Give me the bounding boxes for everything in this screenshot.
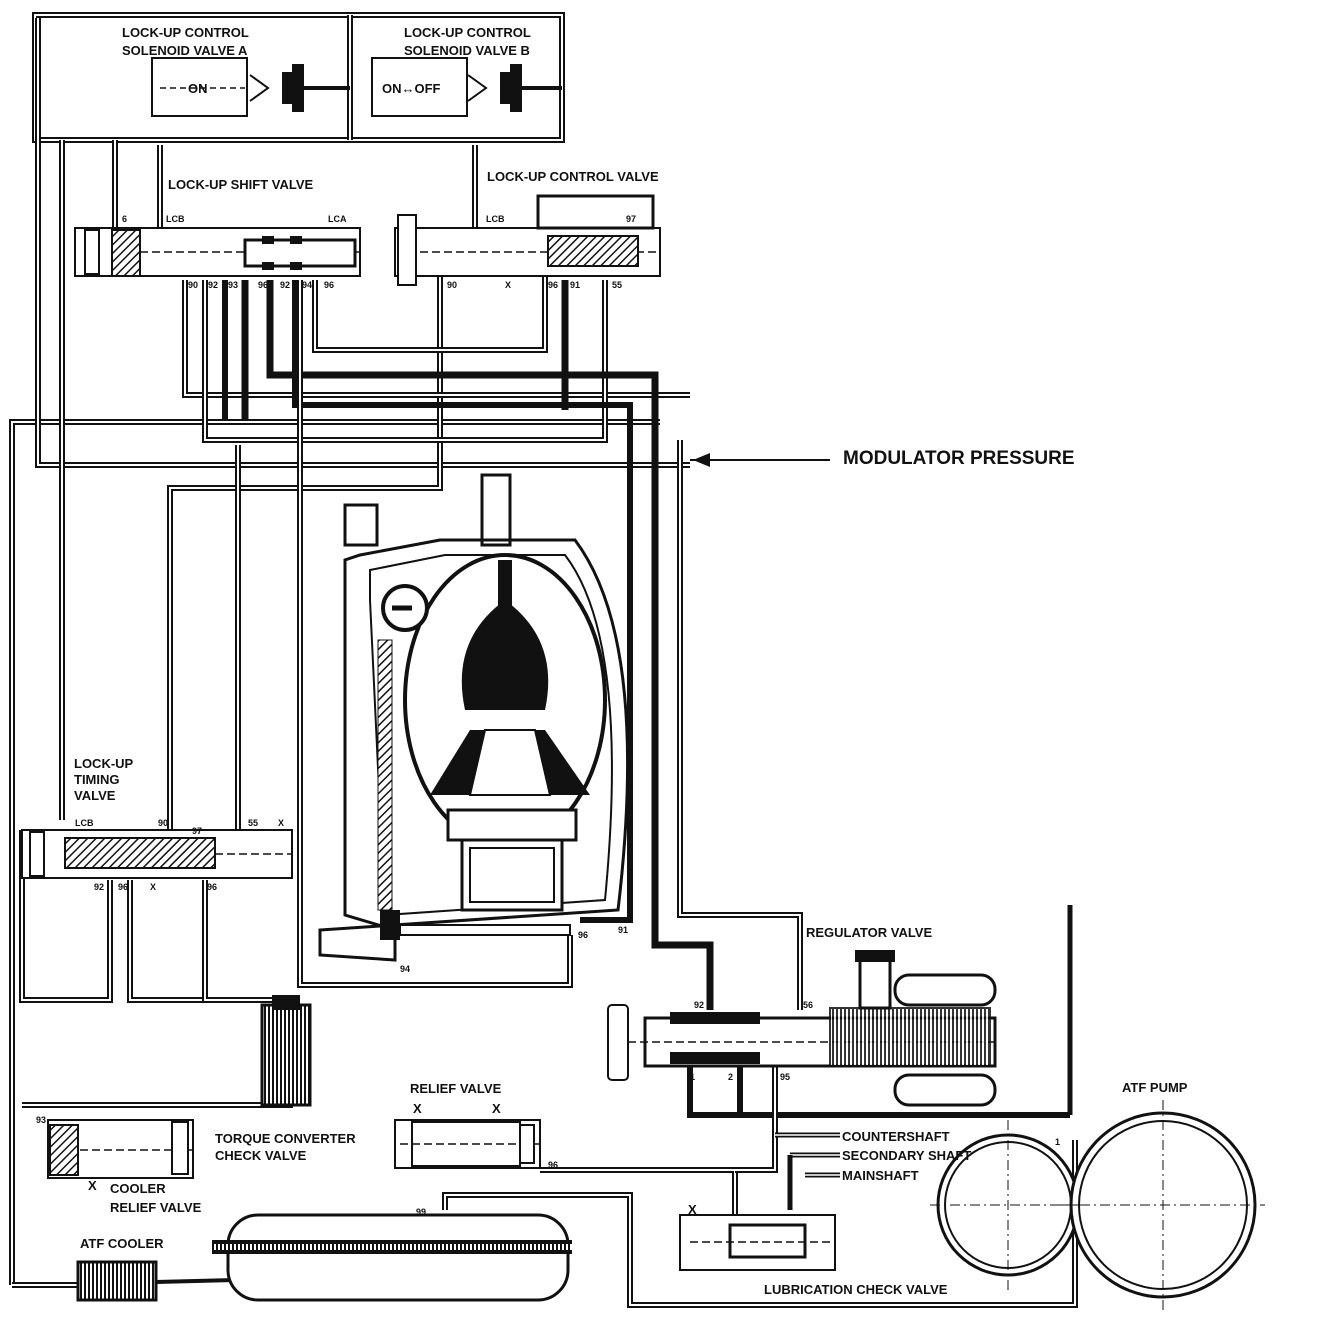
solenoid-b-label-line1: LOCK-UP CONTROL	[404, 25, 531, 40]
relief-valve-label: RELIEF VALVE	[410, 1081, 502, 1096]
solenoid-valve-a	[151, 57, 350, 117]
relief-valve	[394, 1119, 541, 1169]
port-label: 96	[324, 280, 334, 290]
lubrication-check-valve	[679, 1214, 836, 1271]
cooler-relief-valve	[47, 1119, 194, 1179]
port-label: 96	[548, 1160, 558, 1170]
port-label: 93	[36, 1115, 46, 1125]
port-label: 96	[548, 280, 558, 290]
port-label: 97	[192, 826, 202, 836]
port-labels: 6 LCB LCA 90 92 93 96 92 94 96 LCB 97 90…	[36, 214, 1060, 1217]
port-label: 92	[280, 280, 290, 290]
port-label: X	[150, 882, 156, 892]
torque-converter-check-valve-label-line2: CHECK VALVE	[215, 1148, 307, 1163]
port-label: 92	[94, 882, 104, 892]
port-label: 93	[228, 280, 238, 290]
port-label: X	[505, 280, 511, 290]
torque-converter-check-valve-label-line1: TORQUE CONVERTER	[215, 1131, 356, 1146]
torque-converter	[318, 473, 630, 962]
solenoid-a-state: ON	[188, 81, 208, 96]
port-label: 6	[122, 214, 127, 224]
timing-valve-label-line1: LOCK-UP	[74, 756, 134, 771]
port-label: X	[688, 1202, 697, 1217]
solenoid-b-state: ON↔OFF	[382, 81, 441, 96]
port-label: 2	[728, 1072, 733, 1082]
regulator-valve-label: REGULATOR VALVE	[806, 925, 932, 940]
cooler-relief-valve-label-line2: RELIEF VALVE	[110, 1200, 202, 1215]
port-label: 90	[158, 818, 168, 828]
regulator-valve	[607, 950, 997, 1107]
atf-pump	[930, 1100, 1265, 1310]
port-label: 90	[188, 280, 198, 290]
atf-pump-label: ATF PUMP	[1122, 1080, 1188, 1095]
port-label: 1	[1055, 1137, 1060, 1147]
port-label: 55	[612, 280, 622, 290]
countershaft-label: COUNTERSHAFT	[842, 1129, 950, 1144]
solenoid-a-label-line2: SOLENOID VALVE A	[122, 43, 248, 58]
port-label: 91	[570, 280, 580, 290]
labels: LOCK-UP CONTROL SOLENOID VALVE A LOCK-UP…	[74, 25, 1188, 1297]
port-label: 96	[578, 930, 588, 940]
lockup-control-valve-label: LOCK-UP CONTROL VALVE	[487, 169, 659, 184]
torque-converter-check-valve	[260, 995, 312, 1107]
port-label: 94	[400, 964, 410, 974]
port-label: 92	[208, 280, 218, 290]
cooler-relief-valve-label-line1: COOLER	[110, 1181, 166, 1196]
port-label: 92	[694, 1000, 704, 1010]
lockup-control-valve	[394, 194, 661, 286]
port-label: 1	[690, 1072, 695, 1082]
secondary-shaft-label: SECONDARY SHAFT	[842, 1148, 971, 1163]
port-label: 95	[780, 1072, 790, 1082]
port-label: X	[278, 818, 284, 828]
port-label: 99	[416, 1207, 426, 1217]
port-label: 55	[248, 818, 258, 828]
port-label: LCB	[166, 214, 185, 224]
atf-cooler	[76, 1213, 572, 1302]
port-label: LCA	[328, 214, 347, 224]
timing-valve-label-line3: VALVE	[74, 788, 116, 803]
lockup-timing-valve	[21, 829, 293, 879]
port-label: 96	[258, 280, 268, 290]
port-label: 96	[118, 882, 128, 892]
port-label: X	[88, 1178, 97, 1193]
port-label: 91	[618, 925, 628, 935]
atf-cooler-label: ATF COOLER	[80, 1236, 164, 1251]
solenoid-b-label-line2: SOLENOID VALVE B	[404, 43, 530, 58]
modulator-pressure-label: MODULATOR PRESSURE	[843, 448, 1075, 469]
lubrication-check-valve-label: LUBRICATION CHECK VALVE	[764, 1282, 948, 1297]
lockup-shift-valve	[74, 227, 361, 277]
port-label: 56	[803, 1000, 813, 1010]
port-label: 94	[302, 280, 312, 290]
port-label: LCB	[75, 818, 94, 828]
timing-valve-label-line2: TIMING	[74, 772, 120, 787]
port-label: LCB	[486, 214, 505, 224]
solenoid-a-label-line1: LOCK-UP CONTROL	[122, 25, 249, 40]
port-label: 96	[207, 882, 217, 892]
port-label: X	[413, 1101, 422, 1116]
solenoid-valve-b	[371, 57, 562, 117]
port-label: 90	[447, 280, 457, 290]
hydraulic-lines	[9, 18, 1078, 1308]
lockup-shift-valve-label: LOCK-UP SHIFT VALVE	[168, 177, 314, 192]
port-label: 97	[626, 214, 636, 224]
mainshaft-label: MAINSHAFT	[842, 1168, 919, 1183]
port-label: X	[492, 1101, 501, 1116]
